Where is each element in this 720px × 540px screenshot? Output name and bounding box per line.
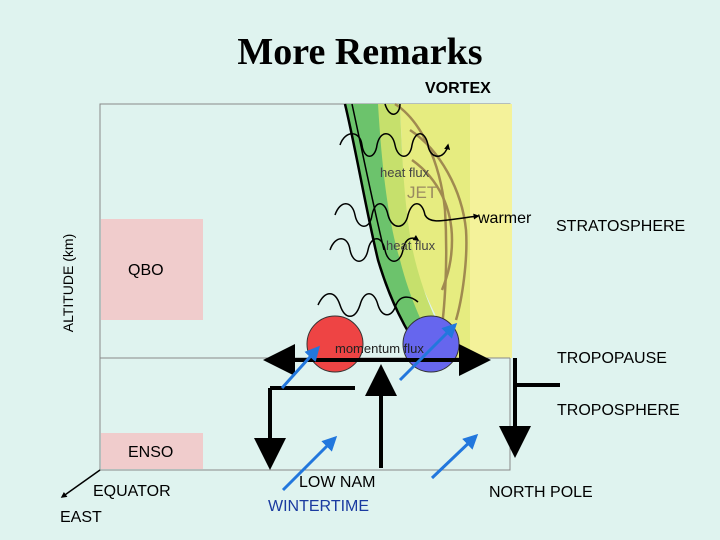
low-nam-label: LOW NAM (299, 474, 375, 492)
enso-label: ENSO (128, 444, 173, 462)
heat-flux-lower-label: heat flux (386, 238, 435, 253)
jet-label: JET (407, 183, 437, 203)
warm-region (470, 104, 512, 358)
warmer-label: warmer (478, 210, 531, 228)
heat-flux-upper-label: heat flux (380, 165, 429, 180)
momentum-flux-label: momentum flux (335, 341, 424, 356)
altitude-axis-label: ALTITUDE (km) (60, 228, 76, 338)
equator-label: EQUATOR (93, 483, 171, 501)
east-label: EAST (60, 509, 102, 527)
vortex-label: VORTEX (425, 80, 491, 98)
stratosphere-label: STRATOSPHERE (556, 218, 685, 236)
troposphere-label: TROPOSPHERE (557, 402, 680, 420)
tropopause-label: TROPOPAUSE (557, 350, 667, 368)
wintertime-label: WINTERTIME (268, 498, 369, 516)
circulation-arrows (270, 358, 560, 468)
qbo-label: QBO (128, 262, 164, 280)
north-pole-label: NORTH POLE (489, 484, 593, 502)
